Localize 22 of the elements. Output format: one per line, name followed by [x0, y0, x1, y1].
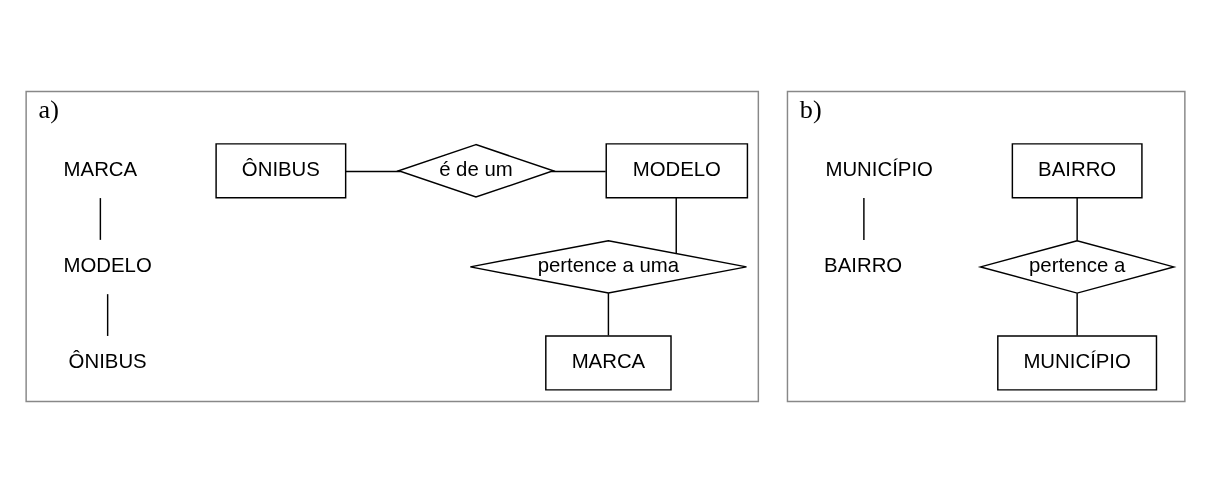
node-box: BAIRRO — [1011, 143, 1143, 199]
connector — [607, 292, 610, 337]
connector — [106, 293, 109, 337]
node-text: MARCA — [63, 158, 138, 181]
connector — [675, 197, 677, 254]
node-diamond: pertence a uma — [469, 239, 748, 294]
connector — [1076, 292, 1078, 337]
node-text: ÔNIBUS — [68, 350, 147, 373]
node-box: MUNICÍPIO — [997, 335, 1158, 391]
node-text: MODELO — [63, 254, 152, 277]
connector — [99, 197, 102, 241]
node-text: BAIRRO — [824, 254, 903, 277]
node-box: MODELO — [605, 143, 749, 199]
connector — [1076, 197, 1078, 242]
connector — [345, 170, 402, 173]
node-diamond: é de um — [396, 143, 556, 198]
node-box: MARCA — [545, 335, 672, 391]
connector — [863, 197, 865, 241]
connector — [550, 170, 607, 173]
node-box: ÔNIBUS — [215, 143, 347, 199]
node-text: MUNICÍPIO — [825, 158, 933, 181]
node-diamond: pertence a — [977, 239, 1177, 294]
